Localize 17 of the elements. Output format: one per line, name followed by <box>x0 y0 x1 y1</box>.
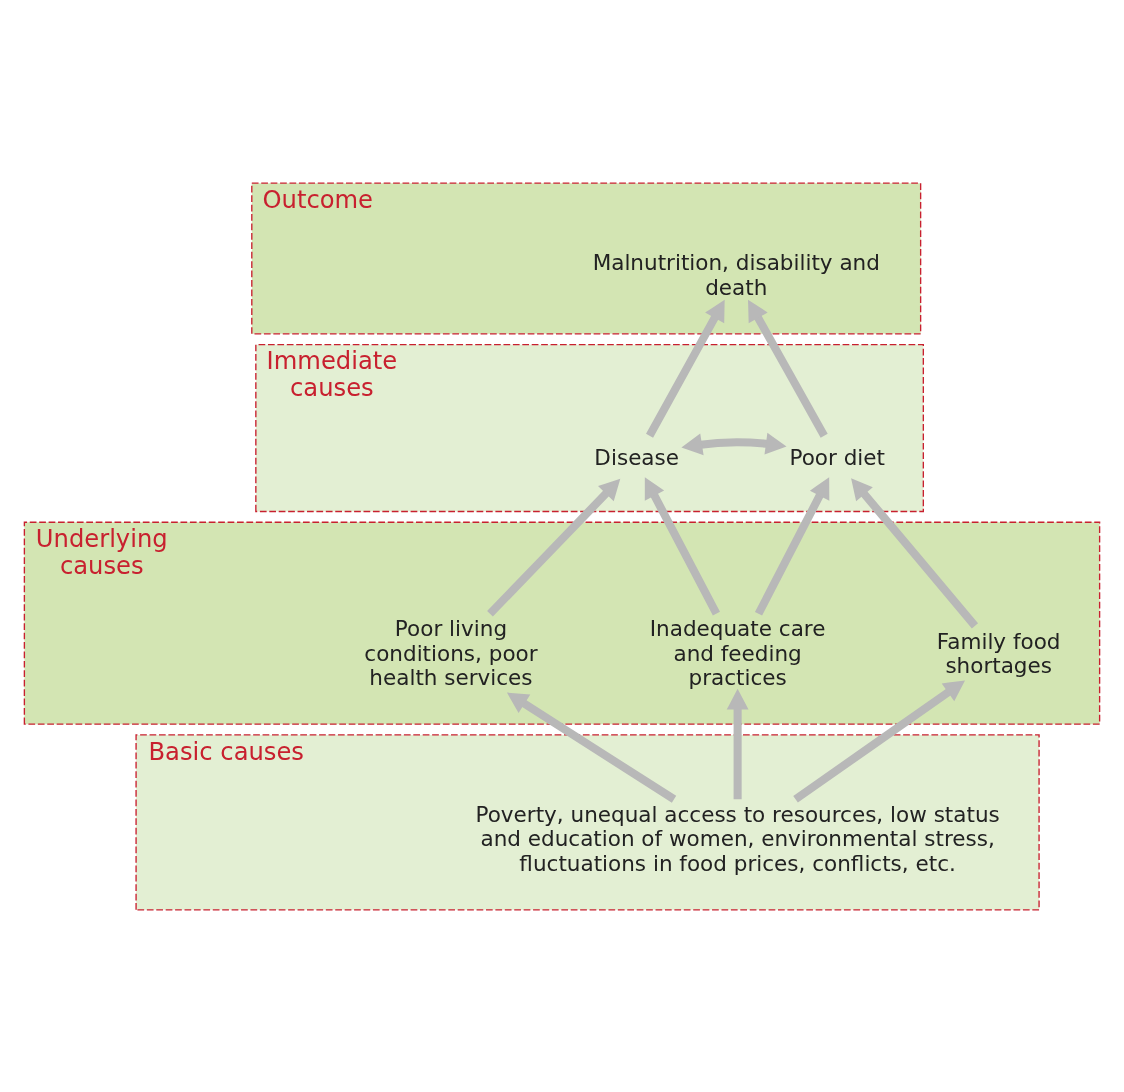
node-text: Poverty, unequal access to resources, low status and education of women, environmental stress, fluctuations in food prices, conflicts, etc. <box>475 801 1000 876</box>
arrow <box>644 476 720 616</box>
arrow <box>506 692 677 803</box>
arrow <box>726 688 749 799</box>
node-text: Family food shortages <box>936 628 1061 678</box>
arrow <box>754 476 830 616</box>
node-text: Poor diet <box>789 444 885 470</box>
node-text: Inadequate care and feeding practices <box>649 615 826 690</box>
arrow <box>487 478 621 617</box>
arrow <box>681 432 787 455</box>
arrow <box>646 299 725 438</box>
node-text: Poor living conditions, poor health services <box>364 615 538 690</box>
node-text: Malnutrition, disability and death <box>592 249 880 300</box>
arrow <box>748 299 828 438</box>
node-text: Disease <box>594 444 679 470</box>
arrow <box>793 679 965 803</box>
arrow <box>851 477 979 628</box>
